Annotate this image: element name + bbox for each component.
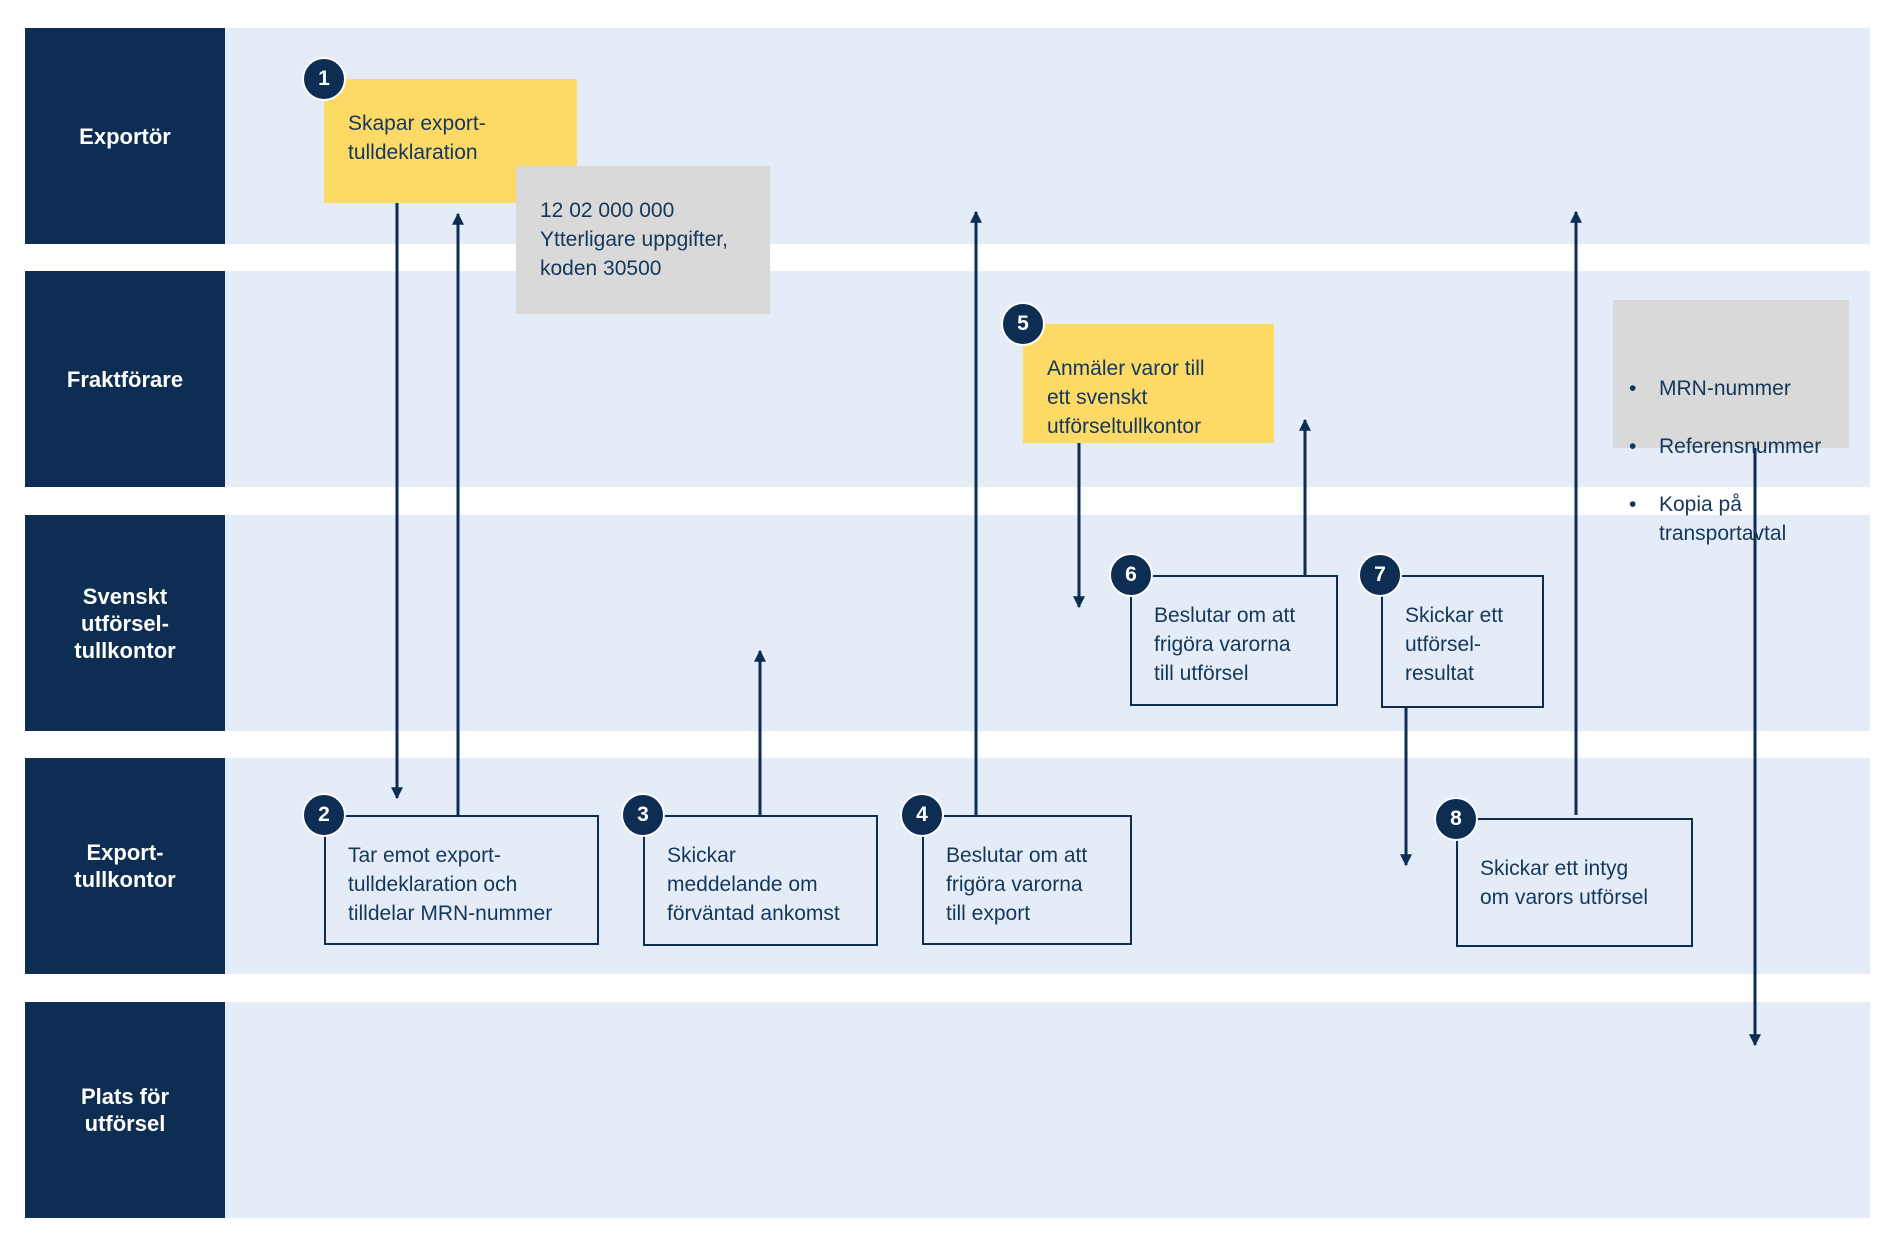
step-8-badge: 8	[1434, 797, 1478, 841]
step-6-badge: 6	[1109, 553, 1153, 597]
step-1-box: Skapar export- tulldeklaration	[324, 79, 577, 203]
step-7-box: Skickar ett utförsel- resultat	[1381, 575, 1544, 708]
step-3-badge: 3	[621, 793, 665, 837]
declaration-info-note: 12 02 000 000 Ytterligare uppgifter, kod…	[516, 166, 770, 314]
lane-label-utforseltullkontor: Svenskt utförsel- tullkontor	[25, 515, 225, 731]
carrier-item-kopia: Kopia på transportavtal	[1627, 490, 1841, 548]
step-5-box: Anmäler varor till ett svenskt utförselt…	[1023, 324, 1274, 443]
step-2-badge: 2	[302, 793, 346, 837]
lane-label-exportor: Exportör	[25, 28, 225, 244]
carrier-item-referens: Referensnummer	[1627, 432, 1841, 461]
step-4-box: Beslutar om att frigöra varorna till exp…	[922, 815, 1132, 945]
step-5-badge: 5	[1001, 302, 1045, 346]
lane-exporttullkontor-area	[225, 758, 1870, 974]
lane-label-exporttullkontor: Export- tullkontor	[25, 758, 225, 974]
step-4-badge: 4	[900, 793, 944, 837]
carrier-items-note: MRN-nummer Referensnummer Kopia på trans…	[1613, 300, 1849, 545]
lane-utforseltullkontor-area	[225, 515, 1870, 731]
lane-label-fraktforare: Fraktförare	[25, 271, 225, 487]
carrier-items-list: MRN-nummer Referensnummer Kopia på trans…	[1627, 345, 1841, 577]
lane-label-plats-for-utforsel: Plats för utförsel	[25, 1002, 225, 1218]
step-3-box: Skickar meddelande om förväntad ankomst	[643, 815, 878, 946]
step-8-box: Skickar ett intyg om varors utförsel	[1456, 818, 1693, 947]
step-2-box: Tar emot export- tulldeklaration och til…	[324, 815, 599, 945]
step-6-box: Beslutar om att frigöra varorna till utf…	[1130, 575, 1338, 706]
step-7-badge: 7	[1358, 553, 1402, 597]
carrier-item-mrn: MRN-nummer	[1627, 374, 1841, 403]
step-1-badge: 1	[302, 57, 346, 101]
lane-plats-for-utforsel-area	[225, 1002, 1870, 1218]
